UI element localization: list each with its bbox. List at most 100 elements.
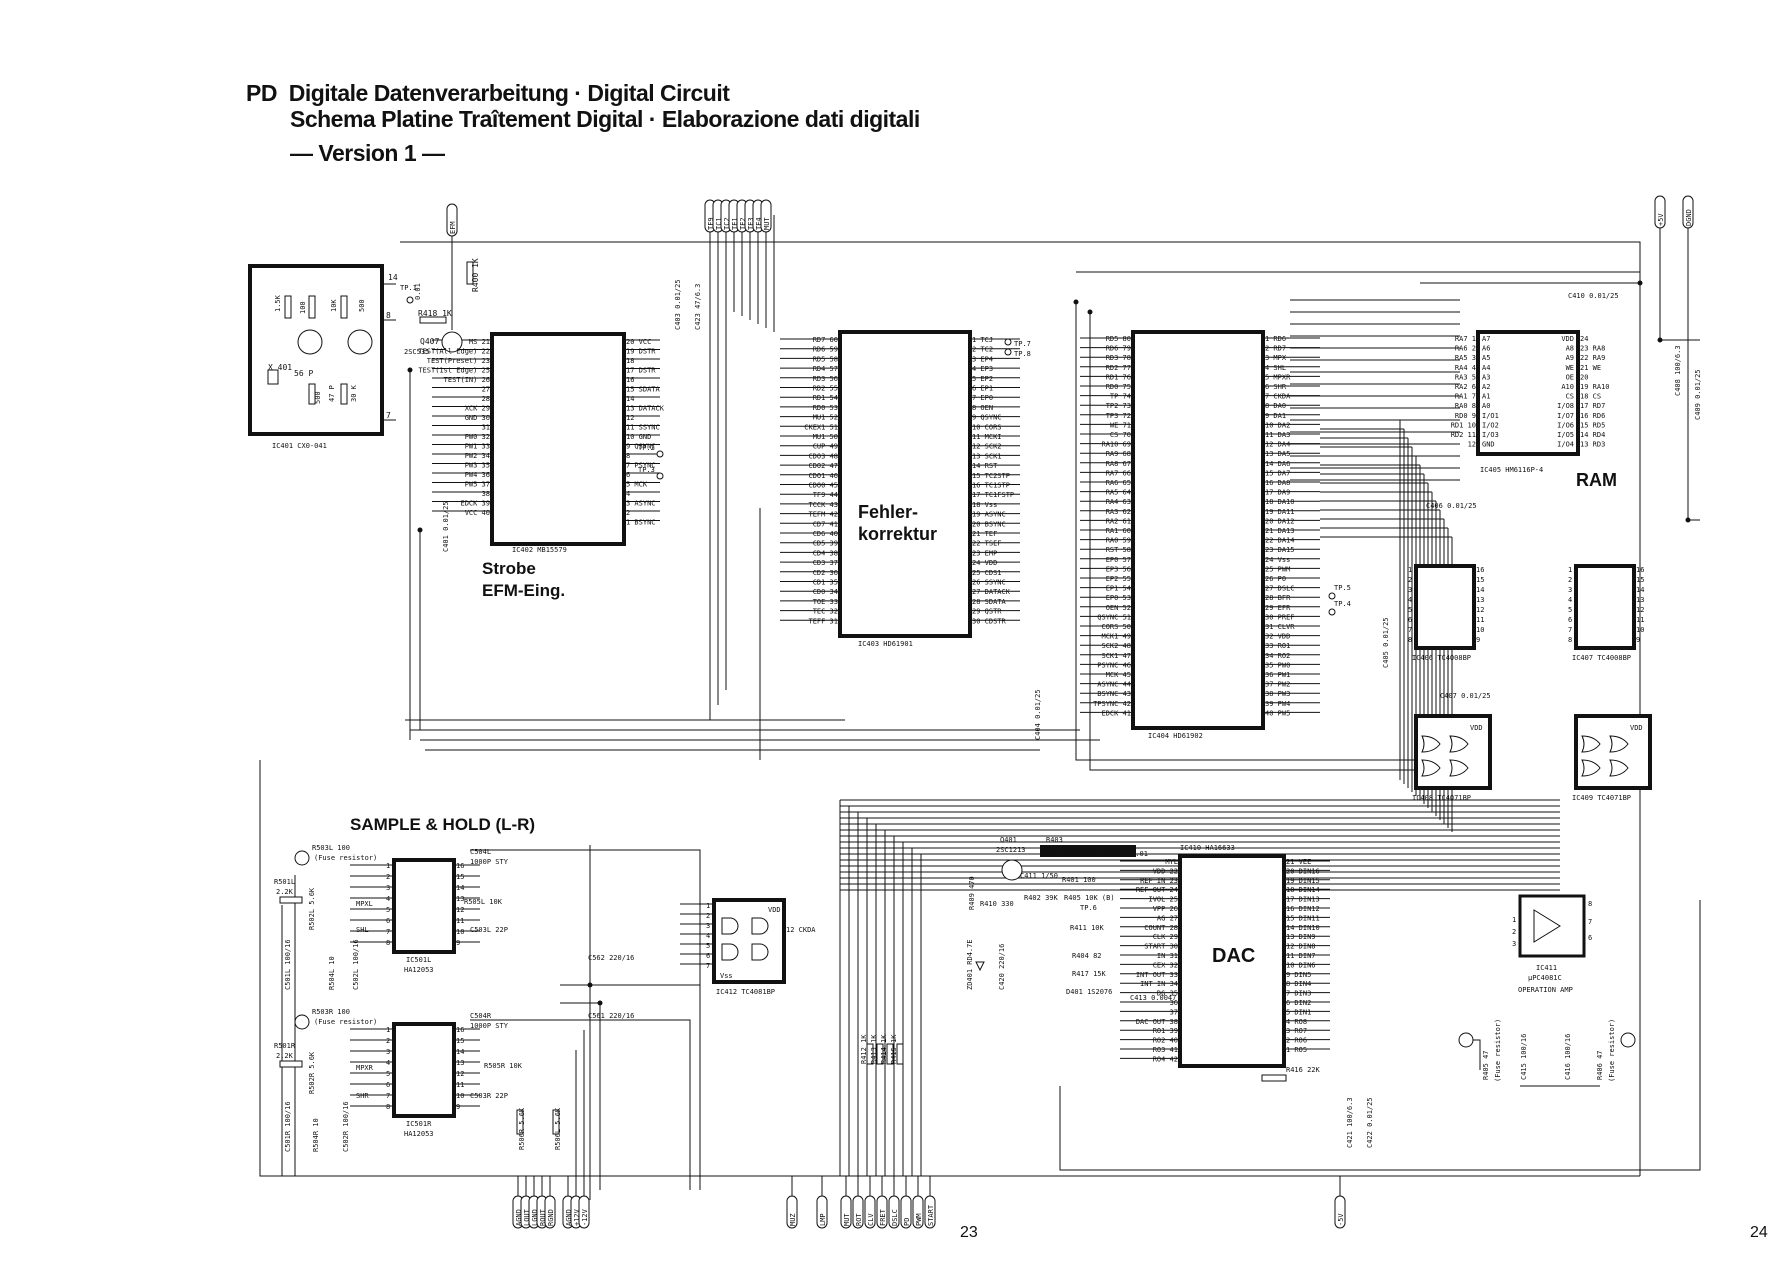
ic405-mid-pin: WE <box>1566 364 1574 372</box>
ic403-right-pin: 15 TC2STP <box>972 472 1010 480</box>
ic404-right-pin: 37 PW2 <box>1265 681 1290 689</box>
ic403-left-pin: RD6 59 <box>813 346 838 354</box>
ic404-right-pin: 24 Vss <box>1265 556 1290 564</box>
wire <box>1089 312 1430 771</box>
ic402-right-pin: 14 <box>626 395 634 403</box>
resistor <box>466 261 474 285</box>
ic410-left-pin: VPP 26 <box>1153 905 1178 913</box>
c411-label: C411 1/50 <box>1020 872 1058 880</box>
ic403-left-pin: CDO0 45 <box>808 482 838 490</box>
ic403-right-pin: 22 TSEF <box>972 540 1002 548</box>
ic501r-label: IC501R <box>406 1120 432 1128</box>
ic404-left-pin: RA0 59 <box>1106 537 1131 545</box>
title-prefix: PD <box>246 80 277 106</box>
pin-num: 14 <box>456 1048 464 1056</box>
c504r-val: 1000P STY <box>470 1022 509 1030</box>
junction <box>1657 337 1663 343</box>
connector-label: TE2 <box>739 217 747 230</box>
ic402-left-pin: EDCK 39 <box>460 500 490 508</box>
ic410-left-pin: VDD 22 <box>1153 867 1178 875</box>
r502l-label: R502L 5.6K <box>308 887 316 930</box>
ic411-type: µPC4081C <box>1528 974 1562 982</box>
c415-label: C415 100/16 <box>1520 1034 1528 1080</box>
ckda-label: 12 CKDA <box>786 926 816 934</box>
ic402-right-pin: 10 GND <box>626 433 651 441</box>
ic402-left-pin: TEST(All Edge) 22 <box>418 348 490 356</box>
ic404-right-pin: 13 DA5 <box>1265 450 1290 458</box>
r416-label: R416 22K <box>1286 1066 1321 1074</box>
and-gate <box>721 917 739 935</box>
connector-label: AGND <box>515 1209 523 1226</box>
resistor <box>284 295 292 319</box>
ic402-label: IC402 MB15579 <box>512 546 567 554</box>
ic410-left-pin: REF OUT 24 <box>1136 886 1178 894</box>
ic402-left-pin: VCC 40 <box>465 509 490 517</box>
c56p-label: 56 P <box>294 369 313 378</box>
page-title: PD Digitale Datenverarbeitung · Digital … <box>246 80 730 107</box>
ic405-mid-pin: A3 <box>1482 373 1490 381</box>
ic408-label: IC408 TC4071BP <box>1412 794 1471 802</box>
ic402-left-pin: MS 21 <box>469 338 490 346</box>
ic403-right-pin: 27 DATACK <box>972 588 1011 596</box>
ic405-mid-pin: I/O5 <box>1557 431 1574 439</box>
ic404-right-pin: 38 PW3 <box>1265 690 1290 698</box>
ic405-mid-pin: I/O1 <box>1482 412 1499 420</box>
wire <box>470 1019 691 1190</box>
or-gate <box>1581 759 1601 777</box>
ic404-right-pin: 30 PREF <box>1265 613 1295 621</box>
r501l-label: R501L <box>274 878 295 886</box>
ic410-right-pin: 9 DIN5 <box>1286 971 1311 979</box>
pin-num: 2 <box>1568 576 1572 584</box>
ic403-left-pin: CDO1 46 <box>808 472 838 480</box>
ic404-left-pin: RD3 78 <box>1106 354 1131 362</box>
ic404-left-pin: CORS 50 <box>1101 623 1131 631</box>
ic404-right-pin: 8 DA0 <box>1265 402 1286 410</box>
ic501r-type: HA12053 <box>404 1130 434 1138</box>
ic501l-type: HA12053 <box>404 966 434 974</box>
connector-label: PWM <box>915 1213 923 1226</box>
ic404-left-pin: RA5 64 <box>1106 489 1131 497</box>
wire <box>1659 224 1700 341</box>
x401-label: X 401 <box>268 363 292 372</box>
q407-type: 2SC535 <box>404 348 429 356</box>
c562-label: C562 220/16 <box>588 954 634 962</box>
connector-label: START <box>927 1204 935 1226</box>
ic410-left-pin: INT IN 34 <box>1140 980 1178 988</box>
ic402-left-pin: GND 30 <box>465 414 490 422</box>
ic406-box <box>1414 564 1476 650</box>
ic405-left-pin: RD1 10 <box>1451 421 1476 429</box>
vdd-label: VDD <box>768 906 781 914</box>
pin-num: 12 <box>456 906 464 914</box>
pin-num: 9 <box>1636 636 1640 644</box>
r404-label: R404 82 <box>1072 952 1102 960</box>
pin-num: 10 <box>456 1092 464 1100</box>
ic410-box <box>1178 854 1286 1068</box>
ic404-right-pin: 2 RD7 <box>1265 345 1286 353</box>
connector-label: LGND <box>531 1209 539 1226</box>
ic404-right-pin: 12 DA4 <box>1265 441 1290 449</box>
c504l-val: 1000P STY <box>470 858 509 866</box>
ic403-left-pin: CD1 35 <box>813 579 838 587</box>
and-gate <box>751 943 769 961</box>
resistor <box>279 1060 303 1068</box>
resistor <box>552 1109 560 1135</box>
pin-num: 3 <box>1512 940 1516 948</box>
ic405-right-pin: 20 <box>1580 373 1588 381</box>
ic402-left-pin: 38 <box>482 490 490 498</box>
pin-num: 13 <box>1476 596 1484 604</box>
connector-label: TE1 <box>731 217 739 230</box>
c409-label: C409 0.01/25 <box>1694 369 1702 420</box>
ic405-left-pin: RA2 6 <box>1455 383 1476 391</box>
connector-bottom <box>924 1195 936 1229</box>
ic402-right-pin: 15 SDATA <box>626 386 661 394</box>
connector-label: DSLC <box>891 1209 899 1226</box>
c407-label: C407 0.01/25 <box>1440 692 1491 700</box>
c504l-label: C504L <box>470 848 491 856</box>
ic404-left-pin: RA3 62 <box>1106 508 1131 516</box>
ic402-right-pin: 4 <box>626 490 630 498</box>
or-gate <box>1449 735 1469 753</box>
r-500b: 500 <box>314 391 322 404</box>
ic404-right-pin: 4 SHL <box>1265 364 1286 372</box>
ic403-right-pin: 24 VDD <box>972 559 997 567</box>
